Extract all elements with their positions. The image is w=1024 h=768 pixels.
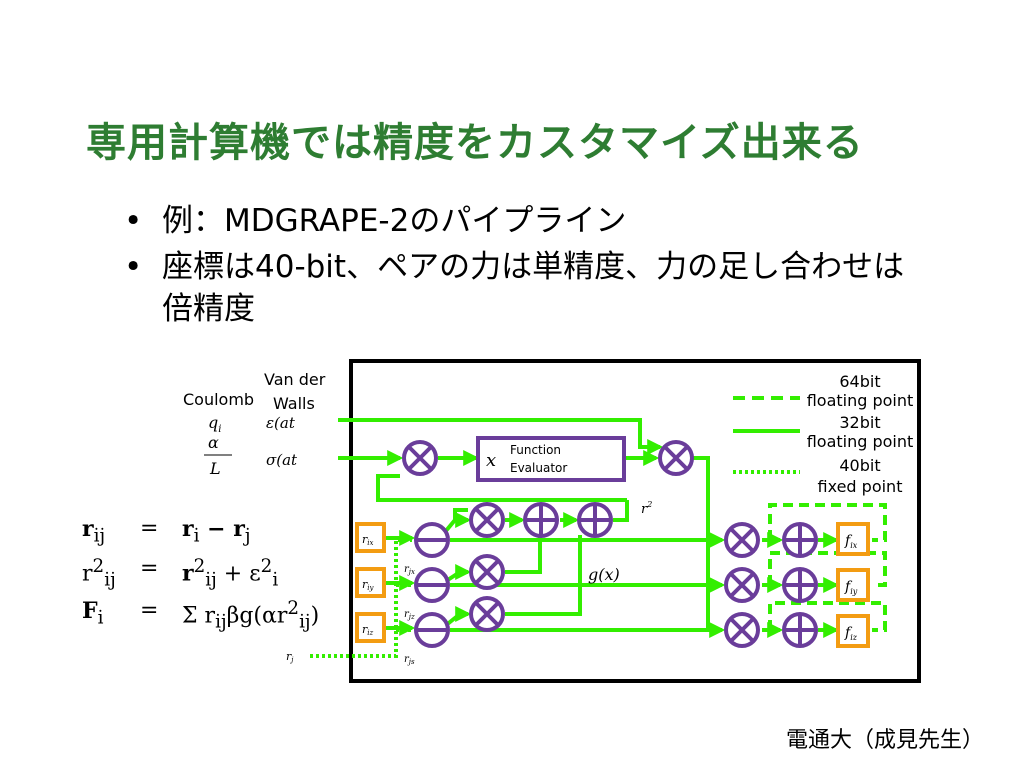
adder-icon (523, 502, 559, 538)
alpha-label: α (208, 433, 219, 452)
adder-icon (782, 612, 818, 648)
qi-label: qi (208, 413, 221, 435)
rjx-label: rjx (404, 564, 415, 576)
multiplier-icon (469, 596, 505, 632)
multiplier-icon (724, 567, 760, 603)
svg-text:rix: rix (362, 533, 374, 547)
bullet-item: 例：MDGRAPE-2のパイプライン (120, 200, 920, 242)
ri-register: rix (355, 522, 386, 553)
svg-text:fiz: fiz (844, 625, 858, 642)
svg-text:Evaluator: Evaluator (510, 461, 567, 475)
svg-text:riz: riz (362, 623, 374, 637)
eps-label: ε(at (266, 414, 296, 432)
ri-register: riz (355, 612, 386, 643)
legend-32bit-label: floating point (807, 432, 914, 451)
bullet-list: 例：MDGRAPE-2のパイプライン 座標は40-bit、ペアの力は単精度、力の… (120, 200, 920, 334)
adder-icon (782, 522, 818, 558)
equation-rij2: r2ij = r2ij + ε2i (82, 556, 279, 591)
multiplier-icon (658, 440, 694, 476)
function-evaluator (476, 436, 626, 482)
sigma-label: σ(at (266, 451, 298, 469)
subtractor-icon (414, 567, 450, 603)
vdw-label: Van der (264, 370, 326, 389)
svg-text:riy: riy (362, 578, 375, 592)
subtractor-icon (414, 612, 450, 648)
multiplier-icon (469, 502, 505, 538)
equation-rij: rij = ri − rj (82, 516, 251, 547)
force-accumulator: fiy (836, 568, 870, 602)
bullet-item: 座標は40-bit、ペアの力は単精度、力の足し合わせは倍精度 (120, 246, 920, 330)
ri-register: riy (355, 567, 386, 598)
L-label: L (209, 459, 221, 478)
adder-icon (577, 502, 613, 538)
multiplier-icon (724, 522, 760, 558)
pipeline-frame (349, 359, 921, 683)
multiplier-icon (402, 440, 438, 476)
svg-text:fix: fix (844, 533, 858, 550)
adder-icon (782, 567, 818, 603)
force-accumulator: fiz (836, 614, 870, 648)
r2-label: r2 (641, 500, 652, 517)
subtractor-icon (414, 522, 450, 558)
rj-label: rj (286, 650, 294, 664)
force-accumulator: fix (836, 522, 870, 556)
legend-64bit-label: 64bit (839, 372, 880, 391)
equation-fi: Fi = Σ rijβg(αr2ij) (82, 598, 320, 633)
multiplier-icon (724, 612, 760, 648)
legend-64bit-label: floating point (807, 391, 914, 410)
svg-text:x: x (486, 450, 496, 471)
vdw-label: Walls (273, 394, 315, 413)
coulomb-label: Coulomb (183, 390, 254, 409)
legend-32bit-label: 32bit (839, 413, 880, 432)
rjz-label: rjs (404, 654, 415, 666)
svg-text:Function: Function (510, 443, 561, 457)
rjy-label: rjz (404, 609, 415, 621)
legend-40bit-label: 40bit (839, 456, 880, 475)
credit-text: 電通大（成見先生） (785, 728, 984, 753)
legend-40bit-label: fixed point (818, 477, 903, 496)
slide-title: 専用計算機では精度をカスタマイズ出来る (86, 120, 864, 166)
svg-text:fiy: fiy (844, 579, 858, 596)
multiplier-icon (469, 554, 505, 590)
gx-label: g(x) (588, 565, 620, 584)
